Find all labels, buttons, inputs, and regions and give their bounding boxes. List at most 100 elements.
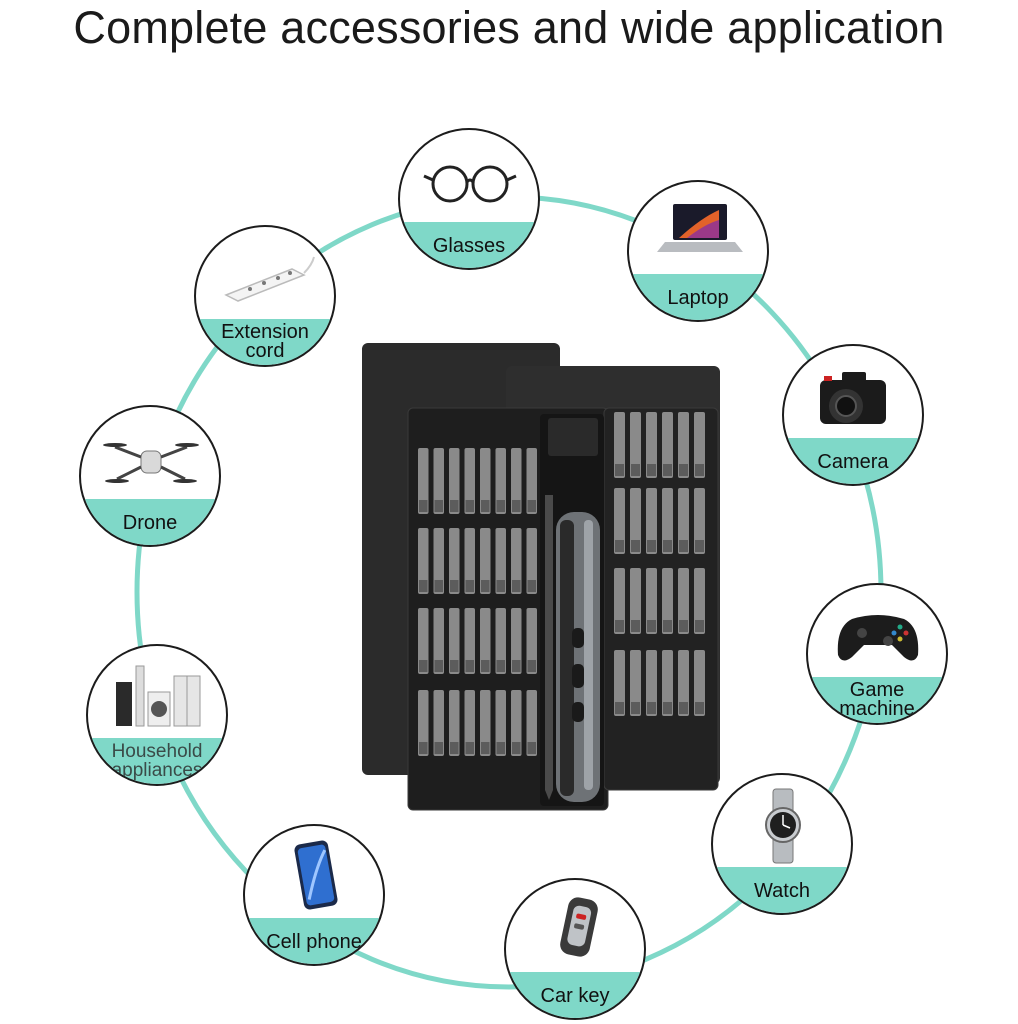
app-label-watch: Watch	[754, 880, 810, 902]
bit-right	[694, 568, 705, 634]
bit-right	[646, 568, 657, 634]
app-bubble-household-appliances: Household appliances	[86, 644, 228, 786]
bit-left	[480, 690, 491, 756]
bit-left	[464, 608, 475, 674]
bit-right	[614, 650, 625, 716]
bit-left-tip	[434, 500, 443, 512]
bit-left-tip	[450, 660, 459, 672]
app-label-camera: Camera	[817, 451, 889, 473]
bit-right	[630, 650, 641, 716]
bit-right-tip	[663, 620, 672, 632]
bit-right	[678, 412, 689, 478]
camera-icon	[820, 372, 886, 424]
bit-right-tip	[615, 540, 624, 552]
app-label-glasses: Glasses	[432, 235, 506, 257]
bit-right-tip	[663, 702, 672, 714]
bit-left	[526, 690, 537, 756]
bit-left-tip	[434, 660, 443, 672]
bit-left	[495, 608, 506, 674]
bit-left-tip	[496, 742, 505, 754]
bit-left-tip	[434, 580, 443, 592]
app-bubble-drone: Drone	[79, 405, 221, 547]
bit-left-tip	[496, 580, 505, 592]
screwdriver-grip	[560, 520, 574, 796]
bit-left-tip	[527, 580, 536, 592]
bit-right	[678, 568, 689, 634]
bit-right	[678, 488, 689, 554]
bit-left-tip	[496, 500, 505, 512]
bit-left-tip	[512, 742, 521, 754]
bit-left-tip	[419, 500, 428, 512]
app-bubble-glasses: Glasses	[398, 128, 540, 270]
laptop-icon	[657, 204, 743, 252]
bit-left	[418, 608, 429, 674]
bit-left	[433, 528, 444, 594]
headline: Complete accessories and wide applicatio…	[73, 2, 945, 53]
bit-left	[433, 448, 444, 514]
bit-left-tip	[481, 742, 490, 754]
app-bubble-watch: Watch	[711, 773, 853, 915]
bit-left	[418, 448, 429, 514]
bit-left-tip	[512, 500, 521, 512]
bit-right	[662, 412, 673, 478]
bit-left	[526, 528, 537, 594]
bit-left	[464, 448, 475, 514]
bit-right	[694, 488, 705, 554]
bit-left	[511, 528, 522, 594]
app-label-car-key: Car key	[540, 985, 610, 1007]
app-label-cell-phone: Cell phone	[266, 931, 362, 953]
drone-icon	[103, 443, 199, 483]
bit-left-tip	[419, 660, 428, 672]
appliances-icon	[116, 665, 201, 727]
bit-right	[614, 412, 625, 478]
watch-icon	[765, 788, 801, 864]
bit-right-tip	[647, 464, 656, 476]
bit-right	[646, 412, 657, 478]
bit-left-tip	[481, 500, 490, 512]
bit-right-tip	[695, 702, 704, 714]
app-label-game-machine: Game machine	[839, 679, 915, 720]
bit-left	[480, 608, 491, 674]
bit-left	[449, 448, 460, 514]
bit-right-tip	[695, 464, 704, 476]
bit-left-tip	[496, 660, 505, 672]
bit-left	[495, 690, 506, 756]
bit-left-tip	[527, 742, 536, 754]
bit-right	[614, 568, 625, 634]
bit-right-tip	[679, 702, 688, 714]
bit-left-tip	[512, 580, 521, 592]
app-label-drone: Drone	[122, 512, 178, 534]
bit-left-tip	[434, 742, 443, 754]
bit-left	[449, 608, 460, 674]
app-label-extension-cord: Extension cord	[221, 321, 309, 362]
bit-left	[433, 608, 444, 674]
bit-left	[418, 528, 429, 594]
app-bubble-cell-phone: Cell phone	[243, 824, 385, 966]
bit-right	[614, 488, 625, 554]
bit-right-tip	[679, 464, 688, 476]
screwdriver-highlight	[584, 520, 593, 790]
bit-left-tip	[465, 742, 474, 754]
bit-left	[526, 608, 537, 674]
bit-right-tip	[695, 620, 704, 632]
bit-left-tip	[450, 580, 459, 592]
bit-right-tip	[663, 540, 672, 552]
bit-left	[495, 448, 506, 514]
bit-right	[662, 488, 673, 554]
phone-icon	[294, 840, 338, 910]
bit-right-tip	[631, 540, 640, 552]
app-label-household-appliances: Household appliances	[111, 741, 203, 781]
bit-left	[511, 690, 522, 756]
app-bubble-laptop: Laptop	[627, 180, 769, 322]
app-bubble-game-machine: Game machine	[806, 583, 948, 725]
bit-left-tip	[465, 500, 474, 512]
bit-right	[646, 650, 657, 716]
bit-left	[449, 528, 460, 594]
bit-left	[511, 448, 522, 514]
gamepad-icon	[837, 615, 919, 661]
bit-right-tip	[647, 620, 656, 632]
bit-right	[662, 568, 673, 634]
screwdriver-button-2	[572, 664, 584, 688]
bit-right	[646, 488, 657, 554]
screwdriver-kit-illustration	[362, 343, 720, 811]
